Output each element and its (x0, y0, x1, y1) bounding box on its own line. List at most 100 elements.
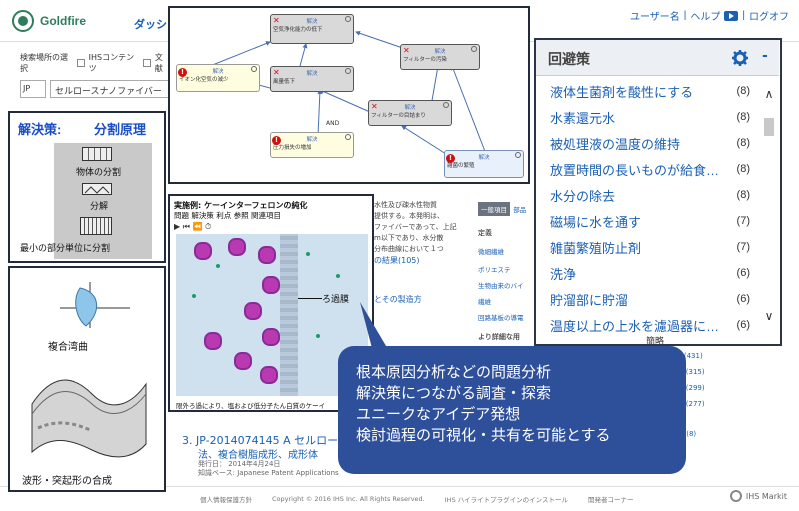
avoidance-list: 液体生菌剤を酸性にする(8) 水素還元水(8) 被処理液の温度の維持(8) 放置… (536, 78, 758, 338)
item-count: (8) (736, 189, 750, 201)
list-item[interactable]: 洗浄(6) (536, 260, 758, 286)
magnifier-icon[interactable] (443, 102, 449, 108)
item-count: (8) (736, 137, 750, 149)
item-count: (7) (736, 241, 750, 253)
list-item[interactable]: 被処理液の温度の維持 (8) (536, 130, 758, 156)
magnifier-icon[interactable] (515, 152, 521, 158)
detail-link[interactable]: より詳細な用 (478, 333, 520, 341)
video-controls[interactable]: ▶ ⏮ ⏪ ⏱ (174, 222, 212, 231)
filter-membrane-label: ろ過膜 (322, 292, 350, 305)
scrollbar[interactable]: ∧ ∨ (762, 88, 776, 324)
example-tabs[interactable]: 問題 解決策 利点 参照 関連項目 (174, 211, 282, 220)
diagram-node[interactable]: ✕ 解決 フィルターの汚染 (400, 44, 480, 70)
item-count: (6) (736, 293, 750, 305)
avoidance-panel: 回避策 - 液体生菌剤を酸性にする(8) 水素還元水(8) 被処理液の温度の維持… (534, 38, 782, 347)
definition-link[interactable]: ポリエステ (478, 266, 511, 274)
list-item[interactable]: 水素還元水(8) (536, 104, 758, 130)
item-name[interactable]: 洗浄 (550, 266, 577, 282)
item-name[interactable]: 液体生菌剤を酸性にする (550, 84, 694, 100)
diagram-node[interactable]: ✕ 解決 フィルターの目詰まり (368, 100, 452, 126)
video-icon[interactable] (724, 10, 739, 21)
item-name[interactable]: 被処理液の温度の維持 (550, 136, 681, 152)
snippet-line: 提供する。本発明は、 (374, 212, 444, 220)
language-select[interactable]: JP (20, 80, 46, 98)
diagram-node[interactable]: ! 解決 雑菌の繁殖 (444, 150, 524, 178)
result-title[interactable]: 3. JP-2014074145 A セルロースナノ (182, 434, 370, 447)
example-video-panel: 実施例: ケーインターフェロンの純化 問題 解決策 利点 参照 関連項目 ▶ ⏮… (168, 194, 374, 412)
result-subtitle[interactable]: 法、複合樹脂成形、成形体 (198, 450, 318, 461)
collapse-icon[interactable]: - (762, 48, 768, 64)
item-name[interactable]: 磁場に水を通す (550, 214, 642, 230)
result-meta: 発行日： 2014年4月24日 知識ベース: Japanese Patent A… (198, 460, 339, 478)
list-item[interactable]: 放置時間の長いものが給食提...(8) (536, 156, 758, 182)
decompose-icon (82, 183, 112, 195)
feature-callout: 根本原因分析などの問題分析 解決策につながる調査・探索 ユニークなアイデア発想 … (338, 346, 686, 474)
scroll-down-icon[interactable]: ∨ (764, 309, 774, 323)
definition-link[interactable]: 生物由来のバイ (478, 282, 524, 290)
magnifier-icon[interactable] (345, 68, 351, 74)
ihs-checkbox[interactable] (76, 59, 85, 67)
item-name[interactable]: 雑菌繁殖防止剤 (550, 240, 642, 256)
search-input[interactable]: セルロースナノファイバー (50, 80, 170, 98)
callout-pointer (360, 302, 392, 356)
list-item[interactable]: 水分の除去 (8) (536, 182, 758, 208)
magnifier-icon[interactable] (345, 134, 351, 140)
result-link[interactable]: とその製造方 (374, 295, 422, 304)
item-name[interactable]: 水素還元水 (550, 110, 616, 126)
doc-checkbox[interactable] (143, 59, 151, 67)
node-label: フィルターの汚染 (403, 57, 447, 63)
diagram-node[interactable]: ! 解決 圧力損失の増加 (270, 132, 354, 158)
callout-line: 根本原因分析などの問題分析 (356, 364, 552, 381)
definition-link[interactable]: 微細繊維 (478, 248, 504, 256)
definition-link[interactable]: 回路基板の導電 (478, 314, 524, 322)
avoidance-header: 回避策 - (536, 40, 779, 76)
diagram-node[interactable]: ! 解決 イオン化空気の減少 (176, 64, 260, 92)
snippet-line: 水性及び疎水性物質 (374, 201, 437, 209)
item-name[interactable]: 温度以上の上水を濾過器に導... (550, 318, 720, 334)
list-item[interactable]: 雑菌繁殖防止剤 (7) (536, 234, 758, 260)
list-item[interactable]: 貯溜部に貯溜 (6) (536, 286, 758, 312)
logoff-link[interactable]: ログオフ (749, 12, 789, 23)
diagram-node[interactable]: ✕ 解決 空気浄化能力の低下 (270, 14, 354, 44)
magnifier-icon[interactable] (345, 16, 351, 22)
plugin-link[interactable]: IHS ハイライトプラグインのインストール (444, 496, 569, 504)
item-name[interactable]: 放置時間の長いものが給食提... (550, 162, 720, 178)
user-name-link[interactable]: ユーザー名 (629, 12, 680, 23)
list-item[interactable]: 液体生菌剤を酸性にする(8) (536, 78, 758, 104)
collapse-link[interactable]: 簡略 (646, 337, 665, 347)
protein-particle (236, 354, 250, 368)
nav-dashboard[interactable]: ダッシュ (134, 19, 178, 31)
definition-link[interactable]: 繊維 (478, 298, 491, 306)
developer-link[interactable]: 開発者コーナー (588, 496, 634, 504)
tab-part[interactable]: 部品 (513, 206, 527, 214)
gear-icon[interactable] (732, 50, 748, 66)
cross-icon: ✕ (273, 68, 280, 77)
snippet-line: m以下であり、水分散 (374, 234, 444, 242)
app-logo[interactable]: Goldfire (12, 8, 122, 34)
more-results-link[interactable]: の結果(105) (374, 256, 420, 265)
salt-particle (336, 274, 340, 278)
definition-column: 一般項目 部品 定義 微細繊維 ポリエステ 生物由来のバイ 繊維 回路基板の導電… (478, 202, 534, 342)
item-count: (6) (736, 319, 750, 331)
list-item[interactable]: 磁場に水を通す(7) (536, 208, 758, 234)
search-scope-label: 検索場所の選択 (20, 53, 68, 73)
user-links: ユーザー名| ヘルプ | ログオフ (629, 10, 789, 23)
help-link[interactable]: ヘルプ (690, 12, 721, 23)
privacy-link[interactable]: 個人情報保護方針 (200, 496, 252, 504)
callout-text: 根本原因分析などの問題分析 解決策につながる調査・探索 ユニークなアイデア発想 … (356, 362, 611, 446)
divided-block-icon (82, 147, 112, 161)
label-leader-line (298, 298, 322, 299)
tab-general[interactable]: 一般項目 (478, 202, 510, 216)
item-name[interactable]: 貯溜部に貯溜 (550, 292, 629, 308)
magnifier-icon[interactable] (251, 66, 257, 72)
filter-membrane (280, 234, 298, 396)
goldfire-logo-icon (12, 10, 34, 32)
diagram-node[interactable]: ✕ 解決 風量低下 (270, 66, 354, 92)
list-item[interactable]: 温度以上の上水を濾過器に導... (6) (536, 312, 758, 338)
node-tag: 解決 (306, 19, 318, 25)
item-name[interactable]: 水分の除去 (550, 188, 616, 204)
scroll-thumb[interactable] (764, 118, 774, 136)
salt-particle (306, 252, 310, 256)
magnifier-icon[interactable] (471, 46, 477, 52)
scroll-up-icon[interactable]: ∧ (764, 87, 774, 101)
